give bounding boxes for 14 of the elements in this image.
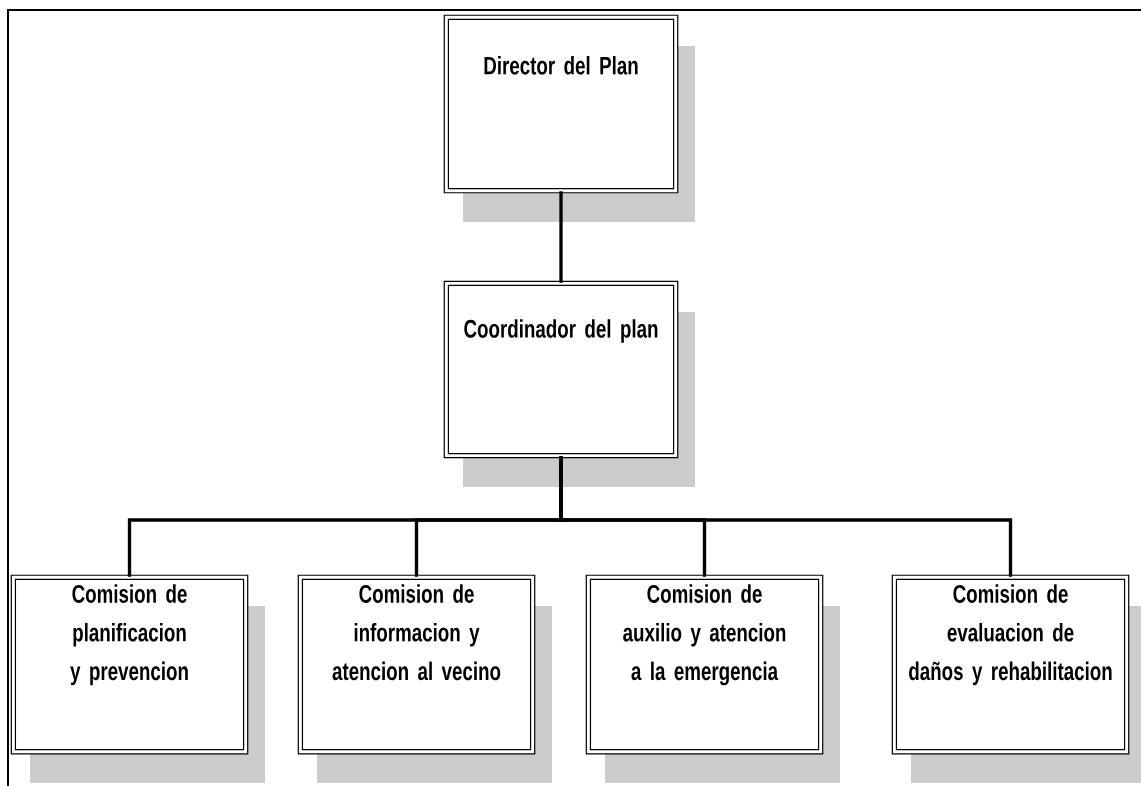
org-box [10,574,249,755]
org-box [443,280,679,459]
org-box [297,574,536,755]
connector-line [559,456,1013,577]
box-label: Comision de auxilio y atencion a la emergencia [623,584,786,686]
org-box [585,574,824,755]
box-label: Comision de evaluacion de daños y rehabilitacion [909,584,1112,686]
box-label: Director del Plan [484,56,638,75]
org-box [443,14,679,194]
connector-line [559,191,563,283]
org-box [891,574,1130,755]
box-label: Coordinador del plan [464,319,658,343]
box-label: Comision de planificacion y prevencion [70,584,188,686]
box-label: Comision de informacion y atencion al vecino [332,584,501,681]
